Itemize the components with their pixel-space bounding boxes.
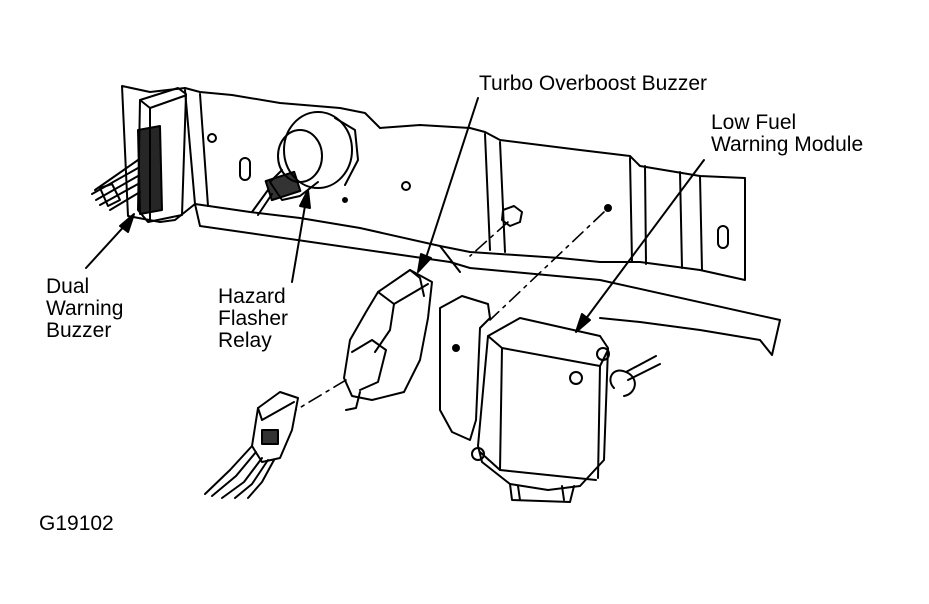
leader-low-fuel-warning-module — [575, 159, 705, 333]
leader-arrows — [85, 97, 705, 333]
wire-connector-part — [204, 391, 299, 499]
figure-id: G19102 — [39, 512, 114, 535]
label-dual-warning-buzzer: Dual Warning Buzzer — [46, 275, 124, 342]
low-fuel-warning-module-part — [439, 295, 661, 503]
mounting-bracket — [121, 85, 781, 356]
hazard-flasher-relay-part — [251, 111, 359, 216]
label-low-fuel-warning-module: Low Fuel Warning Module — [711, 111, 864, 156]
label-hazard-flasher-relay: Hazard Flasher Relay — [218, 285, 289, 352]
leader-hazard-flasher-relay — [291, 189, 311, 283]
turbo-overboost-buzzer-part — [343, 269, 433, 411]
label-turbo-overboost-buzzer: Turbo Overboost Buzzer — [479, 72, 707, 95]
assembly-dash-lines — [295, 211, 605, 411]
dual-warning-buzzer-part — [91, 87, 187, 223]
leader-turbo-overboost-buzzer — [417, 97, 479, 273]
leader-dual-warning-buzzer — [85, 213, 135, 269]
